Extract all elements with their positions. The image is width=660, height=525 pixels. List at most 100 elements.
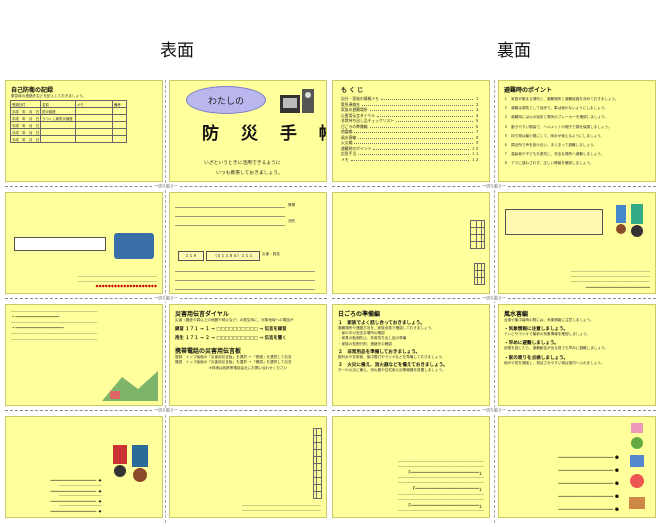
cell <box>314 449 317 457</box>
table-row: 平成 年 月 日うつくし家防災講座 <box>9 114 127 122</box>
table-row <box>474 277 485 285</box>
toc-page: ７ <box>475 129 479 134</box>
toc-page: １２ <box>471 156 479 162</box>
toc-label: 日ごろの準備編 <box>341 123 368 129</box>
badge-label: 災害・救急 <box>262 252 280 256</box>
toc-title: も く じ <box>341 87 364 94</box>
cut-label: 一切り取り一 <box>480 183 508 190</box>
toc-item[interactable]: メモ １２ <box>341 157 479 163</box>
points-item: ４ 動きやすい服装で、ヘルメットや帽子で頭を保護しましょう。 <box>504 124 612 129</box>
cell <box>74 121 113 129</box>
card-evac-points: 避難時のポイント １ 家族が集まる場所と、避難場所と避難経路を決めておきましょう… <box>498 80 656 182</box>
cell: 平成 年 月 日 <box>9 114 42 122</box>
table-row <box>314 463 322 471</box>
table-caption: ―――――――――――――――――――――― <box>241 503 321 508</box>
toc-dots <box>373 146 470 150</box>
cell <box>476 234 482 242</box>
cell: うつくし家防災講座 <box>40 114 76 122</box>
cut-line: 一切り取り一 <box>332 295 656 302</box>
cut-label: 一切り取り一 <box>152 295 180 302</box>
toc-item[interactable]: 風水害編 ８ <box>341 135 479 141</box>
cell <box>74 114 113 122</box>
flip-line: ―――――――――――――――――――――― <box>570 280 650 284</box>
points-item: ２ 避難は原則として徒歩で。車は使わないようにしましょう。 <box>504 106 608 111</box>
toc-label: 家族の避難場所 <box>341 107 368 112</box>
heading-back: 裏面 <box>497 41 531 61</box>
text-line: ・――――――――――― <box>11 326 64 332</box>
cell <box>314 456 317 464</box>
cell <box>481 220 485 228</box>
record-col-memo: メモ <box>74 100 113 108</box>
front-sheet: 自己防衛の記録 緊急時の連絡先などを記入しておきましょう。 受講日付 名前 メモ… <box>5 80 327 523</box>
flip-line: ―――――――――――――――――――――――― <box>397 459 484 464</box>
dial-line: 災害（震度６弱以上の地震や噴火など）の発生時に、対象地域への電話が <box>175 318 294 322</box>
flipped-table <box>314 428 323 499</box>
cell <box>317 491 322 499</box>
landscape-illustration-icon <box>102 371 158 401</box>
cell <box>314 428 317 436</box>
cover-logo: わたしの <box>186 86 266 114</box>
item-icon <box>629 497 645 509</box>
table-row <box>314 435 322 443</box>
toc-label: メモ <box>341 156 349 162</box>
table-row: 平成 年 月 日 <box>9 135 127 143</box>
phone-label-police: 警察 <box>288 203 296 207</box>
toc-dots <box>377 113 474 117</box>
table-row <box>474 263 485 271</box>
card-text-flipped: ―――――――――――――――――――――――― 「――――――――――――――… <box>332 416 490 518</box>
cell <box>481 234 485 242</box>
toc-label: 風水害編 <box>341 134 357 140</box>
toc-label: 緊急連絡先 <box>341 101 360 107</box>
cell <box>481 241 485 249</box>
badge-number: （０１１８０）１１１ <box>206 251 260 261</box>
flip-line: ―――――――――――――――――――――― <box>570 269 650 274</box>
dial-title: 災害用伝言ダイヤル <box>175 311 229 318</box>
cell <box>481 277 485 285</box>
toc-label: 避難時のポイント <box>341 145 372 151</box>
line <box>175 208 285 217</box>
cell <box>40 135 76 143</box>
record-intro: 緊急時の連絡先などを記入しておきましょう。 <box>11 94 87 98</box>
storm-point: ・早めに避難しましょう。 <box>504 341 559 347</box>
points-item: ７ 高齢者や子どもを優先に、安全な場所へ避難しましょう。 <box>504 152 605 157</box>
table-row: 平成 年 月 日 <box>9 121 127 129</box>
card-table-flipped: ―――――――――――――――――――――― ―――――――――――――――――… <box>169 416 327 518</box>
cover-subtitle-1: いざというときに活用できるように <box>204 161 281 166</box>
toc-page: ８ <box>475 134 479 140</box>
storm-point: ・家の周りを点検しましょう。 <box>504 355 569 361</box>
phone-lines-2 <box>175 263 315 290</box>
cell <box>317 456 322 464</box>
points-item: ５ 持ち物は最小限にして、両手が使えるようにしましょう。 <box>504 133 605 138</box>
cell <box>40 121 76 129</box>
toc-page: ９ <box>475 140 479 145</box>
mobile-step-register: 登録 トップ画面の「災害用伝言板」を選択 → 「登録」を選択して伝言 <box>175 355 292 360</box>
cell <box>474 277 478 285</box>
table-row <box>314 491 322 499</box>
points-item: ８ デマに惑わされず、正しい情報を確認しましょう。 <box>504 161 594 166</box>
item-icon <box>631 437 643 449</box>
line <box>175 281 315 290</box>
toc-page: １０ <box>471 145 479 151</box>
line <box>175 199 285 208</box>
toc-label: 応急手当 <box>341 151 357 156</box>
cell <box>111 128 127 136</box>
toc-label: 災害用伝言ダイヤル <box>341 112 376 118</box>
card-phones: 警察 消防 １１９ （０１１８０）１１１ 災害・救急 <box>169 192 327 294</box>
dial-record-row: 録音 １７１ → １ → □□□□□□□□□□ → 伝言を録音 <box>175 327 287 333</box>
toc-dots <box>369 124 474 128</box>
cell <box>476 241 482 249</box>
cut-line: 一切り取り一 <box>5 183 327 190</box>
toc-item[interactable]: 避難時のポイント １０ <box>341 146 479 152</box>
flip-line: ―――――――――――――――――――――――― <box>397 492 484 497</box>
table-row <box>314 477 322 485</box>
item-icon <box>630 455 644 467</box>
